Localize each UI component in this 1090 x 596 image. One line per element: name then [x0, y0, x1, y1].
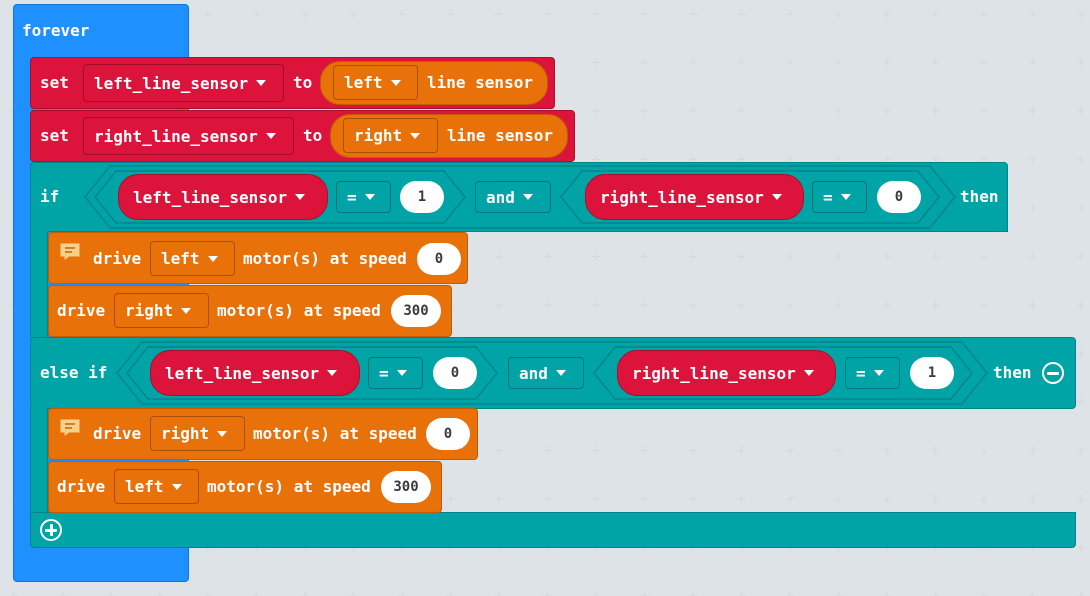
drive-left-motor-block[interactable]: [48, 461, 442, 513]
number-input[interactable]: 0: [433, 357, 477, 389]
to-label: to: [293, 73, 313, 92]
variable-pill-label: right_line_sensor: [632, 363, 796, 383]
minus-circle-icon[interactable]: [1042, 362, 1064, 384]
number-input[interactable]: 0: [877, 181, 921, 213]
to-label: to: [303, 126, 323, 145]
motor-dropdown-left[interactable]: left: [114, 469, 199, 504]
set-label: set: [40, 73, 69, 92]
motor-dropdown-label: left: [161, 249, 200, 268]
drive-label: drive: [57, 301, 106, 320]
if-block-arm: [30, 231, 48, 337]
line-sensor-label: line sensor: [447, 126, 553, 145]
then-label: then: [993, 363, 1032, 382]
comment-icon[interactable]: [60, 419, 80, 436]
caret-down-icon: [555, 370, 566, 376]
sensor-side-dropdown-left[interactable]: left: [333, 65, 418, 100]
variable-pill-label: right_line_sensor: [600, 187, 764, 207]
caret-down-icon: [873, 370, 884, 376]
sensor-side-label: right: [354, 126, 403, 145]
caret-down-icon: [181, 307, 192, 314]
motor-dropdown-label: right: [161, 424, 210, 443]
caret-down-icon: [396, 370, 407, 376]
logic-operator-dropdown[interactable]: and: [475, 181, 551, 213]
operator-dropdown[interactable]: =: [336, 181, 391, 213]
variable-pill-left-line-sensor[interactable]: left_line_sensor: [150, 350, 360, 396]
speed-input[interactable]: 0: [426, 418, 470, 450]
caret-down-icon: [256, 80, 267, 86]
variable-pill-label: left_line_sensor: [165, 363, 320, 383]
caret-down-icon: [295, 194, 306, 200]
if-block-footer: [30, 512, 1076, 548]
motor-dropdown-right[interactable]: right: [114, 293, 209, 328]
caret-down-icon: [217, 430, 228, 437]
forever-label: forever: [22, 21, 90, 40]
if-label: if: [40, 187, 60, 206]
motor-speed-label: motor(s) at speed: [217, 301, 381, 320]
motor-speed-label: motor(s) at speed: [243, 249, 407, 268]
caret-down-icon: [522, 194, 533, 200]
line-sensor-label: line sensor: [427, 73, 533, 92]
caret-down-icon: [265, 133, 276, 139]
operator-label: =: [856, 363, 866, 383]
sensor-side-label: left: [344, 73, 383, 92]
drive-label: drive: [57, 477, 106, 496]
speed-input[interactable]: 300: [391, 295, 441, 327]
operator-dropdown[interactable]: =: [368, 357, 423, 389]
else-if-label: else if: [40, 363, 108, 382]
variable-dropdown-left-line-sensor[interactable]: left_line_sensor: [83, 64, 284, 102]
drive-left-motor-block[interactable]: [48, 232, 468, 284]
comment-icon[interactable]: [60, 243, 80, 260]
logic-operator-label: and: [486, 187, 515, 207]
set-label: set: [40, 126, 69, 145]
drive-right-motor-block[interactable]: [48, 408, 478, 460]
speed-input[interactable]: 0: [417, 243, 461, 275]
logic-operator-dropdown[interactable]: and: [508, 357, 584, 389]
plus-circle-icon[interactable]: [40, 519, 62, 541]
caret-down-icon: [803, 370, 814, 376]
elseif-block-arm: [30, 408, 48, 513]
variable-pill-right-line-sensor[interactable]: right_line_sensor: [617, 350, 836, 396]
operator-label: =: [379, 363, 389, 383]
drive-label: drive: [93, 249, 142, 268]
caret-down-icon: [390, 79, 401, 86]
motor-dropdown-right[interactable]: right: [150, 416, 245, 451]
logic-operator-label: and: [519, 363, 548, 383]
variable-pill-label: left_line_sensor: [133, 187, 288, 207]
number-input[interactable]: 1: [910, 357, 954, 389]
caret-down-icon: [410, 132, 421, 139]
operator-dropdown[interactable]: =: [845, 357, 900, 389]
motor-speed-label: motor(s) at speed: [207, 477, 371, 496]
drive-label: drive: [93, 424, 142, 443]
operator-label: =: [347, 187, 357, 207]
variable-dropdown-label: left_line_sensor: [94, 73, 249, 93]
number-input[interactable]: 1: [400, 181, 444, 213]
motor-dropdown-left[interactable]: left: [150, 241, 235, 276]
caret-down-icon: [771, 194, 782, 200]
caret-down-icon: [364, 194, 375, 200]
variable-pill-right-line-sensor[interactable]: right_line_sensor: [585, 174, 804, 220]
variable-pill-left-line-sensor[interactable]: left_line_sensor: [118, 174, 328, 220]
speed-input[interactable]: 300: [381, 471, 431, 503]
motor-dropdown-label: right: [125, 301, 174, 320]
caret-down-icon: [207, 255, 218, 262]
motor-dropdown-label: left: [125, 477, 164, 496]
sensor-side-dropdown-right[interactable]: right: [343, 118, 438, 153]
operator-dropdown[interactable]: =: [812, 181, 867, 213]
then-label: then: [960, 187, 999, 206]
caret-down-icon: [171, 483, 182, 490]
variable-dropdown-label: right_line_sensor: [94, 126, 258, 146]
caret-down-icon: [327, 370, 338, 376]
motor-speed-label: motor(s) at speed: [253, 424, 417, 443]
operator-label: =: [823, 187, 833, 207]
caret-down-icon: [840, 194, 851, 200]
variable-dropdown-right-line-sensor[interactable]: right_line_sensor: [83, 117, 294, 155]
